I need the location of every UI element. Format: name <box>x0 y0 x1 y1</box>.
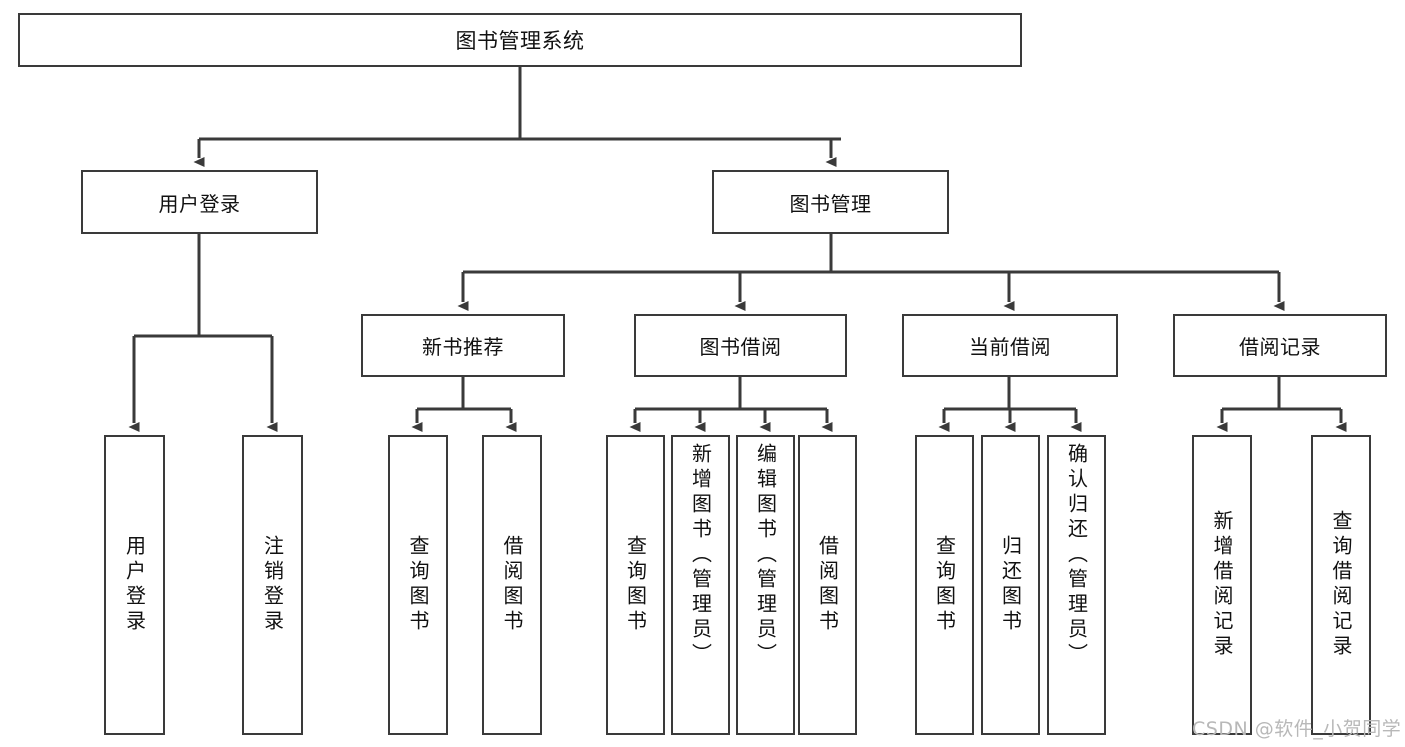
node-leaf-add-record-label: 新增借阅记录 <box>1210 510 1234 660</box>
node-borrow-record-label: 借阅记录 <box>1239 335 1321 359</box>
node-current-borrow-label: 当前借阅 <box>969 335 1051 359</box>
node-leaf-query-book-3[interactable]: 查询图书 <box>915 435 974 735</box>
node-leaf-borrow-book-1-label: 借阅图书 <box>500 535 524 635</box>
node-leaf-logout-login[interactable]: 注销登录 <box>242 435 303 735</box>
node-leaf-query-record[interactable]: 查询借阅记录 <box>1311 435 1371 735</box>
node-leaf-logout-login-label: 注销登录 <box>260 535 285 635</box>
node-leaf-add-record[interactable]: 新增借阅记录 <box>1192 435 1252 735</box>
node-leaf-query-book-2[interactable]: 查询图书 <box>606 435 665 735</box>
node-book-borrow-label: 图书借阅 <box>699 335 782 359</box>
node-leaf-user-login-label: 用户登录 <box>122 535 147 635</box>
node-leaf-add-book[interactable]: 新增图书（管理员） <box>671 435 730 735</box>
node-book-manage[interactable]: 图书管理 <box>712 170 949 234</box>
node-leaf-query-book-3-label: 查询图书 <box>932 535 957 635</box>
node-leaf-query-book-1-label: 查询图书 <box>406 535 430 635</box>
node-borrow-record[interactable]: 借阅记录 <box>1173 314 1387 377</box>
node-book-borrow[interactable]: 图书借阅 <box>634 314 847 377</box>
node-leaf-user-login[interactable]: 用户登录 <box>104 435 165 735</box>
node-leaf-borrow-book-2-label: 借阅图书 <box>815 535 840 635</box>
node-leaf-return-book[interactable]: 归还图书 <box>981 435 1040 735</box>
node-leaf-query-book-2-label: 查询图书 <box>623 535 648 635</box>
node-leaf-query-record-label: 查询借阅记录 <box>1329 510 1353 660</box>
node-leaf-borrow-book-2[interactable]: 借阅图书 <box>798 435 857 735</box>
node-new-book-recommend-label: 新书推荐 <box>422 335 504 359</box>
node-leaf-borrow-book-1[interactable]: 借阅图书 <box>482 435 542 735</box>
node-leaf-confirm-return-label: 确认归还（管理员） <box>1064 443 1089 668</box>
node-new-book-recommend[interactable]: 新书推荐 <box>361 314 565 377</box>
node-leaf-return-book-label: 归还图书 <box>998 535 1023 635</box>
node-leaf-add-book-label: 新增图书（管理员） <box>688 443 713 668</box>
node-current-borrow[interactable]: 当前借阅 <box>902 314 1118 377</box>
node-user-login[interactable]: 用户登录 <box>81 170 318 234</box>
node-root[interactable]: 图书管理系统 <box>18 13 1022 67</box>
node-leaf-edit-book-label: 编辑图书（管理员） <box>753 443 778 668</box>
node-root-label: 图书管理系统 <box>455 29 585 53</box>
node-leaf-edit-book[interactable]: 编辑图书（管理员） <box>736 435 795 735</box>
node-book-manage-label: 图书管理 <box>789 191 872 216</box>
node-leaf-confirm-return[interactable]: 确认归还（管理员） <box>1047 435 1106 735</box>
node-user-login-label: 用户登录 <box>158 191 241 216</box>
watermark: CSDN @软件_小贺同学 <box>1192 718 1402 740</box>
node-leaf-query-book-1[interactable]: 查询图书 <box>388 435 448 735</box>
